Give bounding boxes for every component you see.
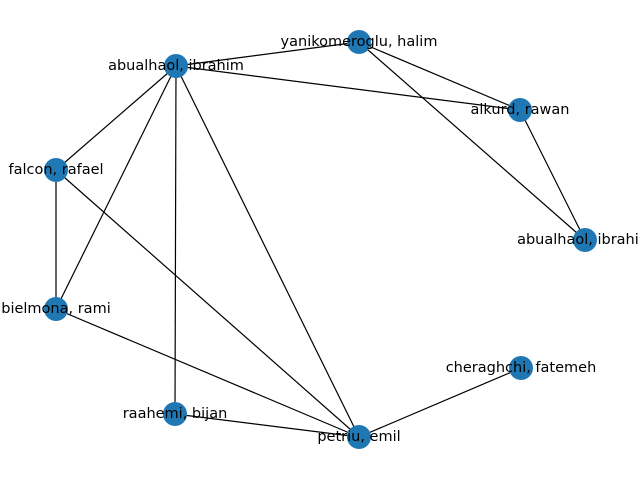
edge-n1-n2 [175, 41, 360, 67]
node-n7 [509, 356, 533, 380]
edge-n2-n8 [174, 65, 177, 415]
edge-n6-n9 [55, 308, 360, 438]
node-n6 [44, 297, 68, 321]
node-label-n1: yanikomeroglu, halim [281, 34, 438, 50]
edge-n2-n4 [55, 65, 177, 171]
edge-n4-n9 [55, 169, 360, 438]
node-label-n8: raahemi, bijan [123, 406, 228, 422]
node-label-n5: abualhaol, ibrahim [517, 232, 640, 248]
nodes-layer [44, 30, 597, 449]
edge-n1-n5 [358, 41, 586, 241]
node-label-n6: bielmona, rami [1, 301, 110, 317]
node-label-n2: abualhaol, ibrahim [108, 58, 244, 74]
node-n9 [347, 425, 371, 449]
node-n4 [44, 158, 68, 182]
edge-n1-n3 [358, 41, 521, 111]
node-n3 [508, 98, 532, 122]
node-label-n3: alkurd, rawan [471, 102, 570, 118]
edge-n2-n6 [55, 65, 177, 310]
node-n5 [573, 228, 597, 252]
edge-n3-n5 [519, 109, 586, 241]
edge-n7-n9 [358, 367, 522, 438]
labels-layer: yanikomeroglu, halim abualhaol, ibrahim al… [1, 34, 640, 445]
node-n1 [347, 30, 371, 54]
node-label-n9: petriu, emil [317, 429, 400, 445]
node-label-n7: cheraghchi, fatemeh [446, 360, 597, 376]
edge-n2-n3 [175, 65, 521, 111]
node-n8 [163, 402, 187, 426]
node-n2 [164, 54, 188, 78]
edges-layer [55, 41, 586, 438]
node-label-n4: falcon, rafael [8, 162, 103, 178]
edge-n8-n9 [174, 413, 360, 438]
edge-n2-n9 [175, 65, 360, 438]
